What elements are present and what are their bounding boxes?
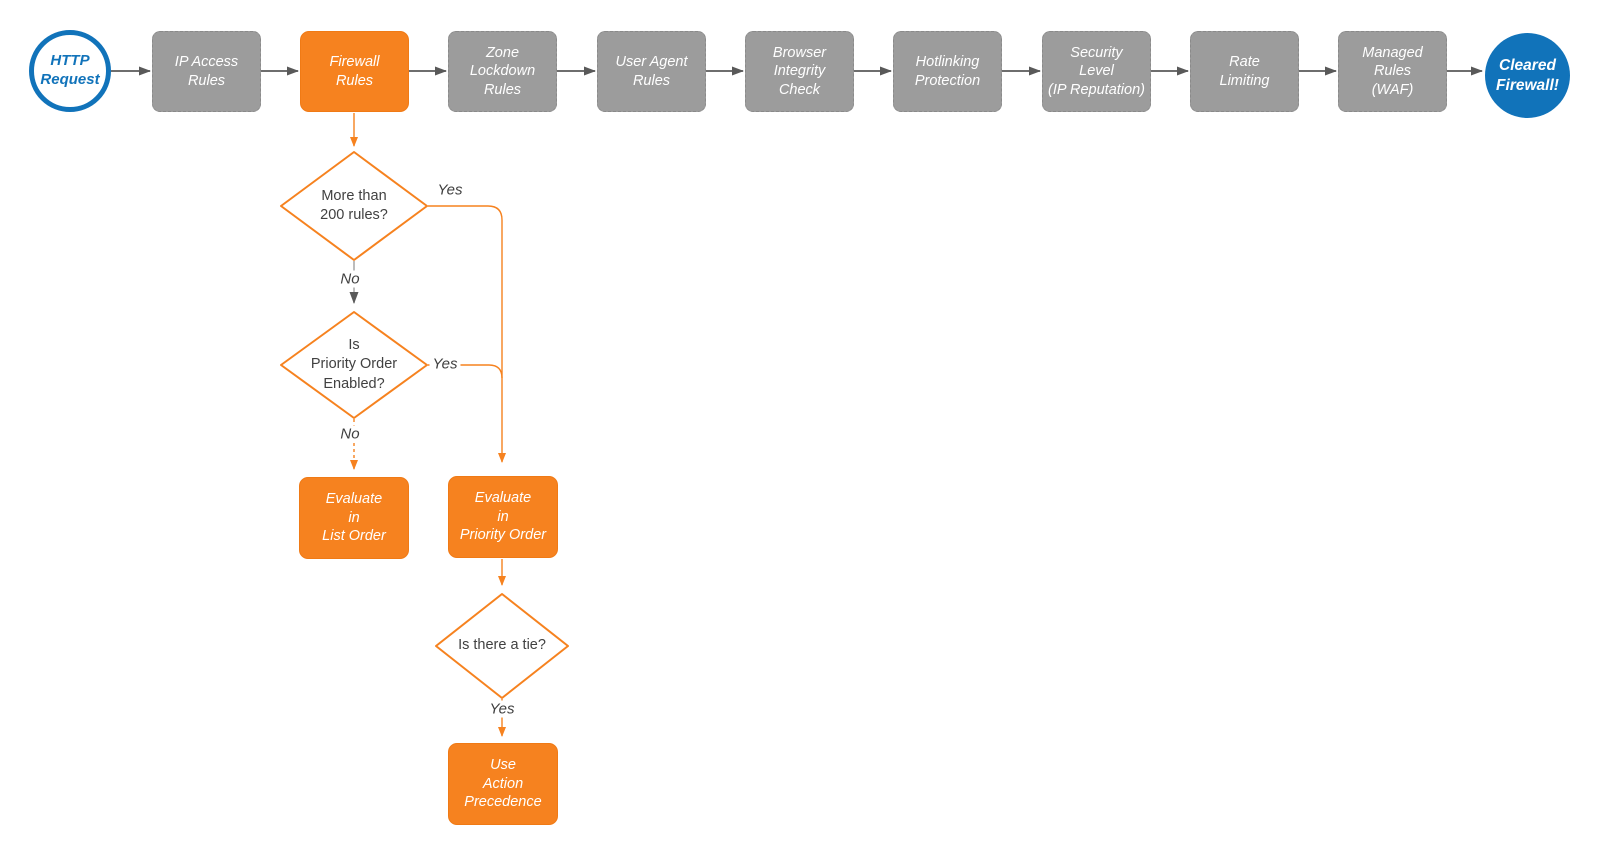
node-use-action-precedence: Use Action Precedence bbox=[448, 743, 558, 825]
node-managed-rules-waf: Managed Rules (WAF) bbox=[1338, 31, 1447, 112]
decision-is-there-a-tie-shape bbox=[435, 593, 569, 699]
edge-label-decision1-no: No bbox=[337, 270, 363, 288]
node-rate-limiting: Rate Limiting bbox=[1190, 31, 1299, 112]
node-http-request: HTTP Request bbox=[29, 30, 111, 112]
decision-shapes bbox=[280, 151, 569, 699]
node-evaluate-in-list-order: Evaluate in List Order bbox=[299, 477, 409, 559]
node-hotlinking-protection: Hotlinking Protection bbox=[893, 31, 1002, 112]
decision-priority-order-enabled-shape bbox=[280, 311, 428, 419]
node-user-agent-rules: User Agent Rules bbox=[597, 31, 706, 112]
node-cleared-firewall: Cleared Firewall! bbox=[1485, 33, 1570, 118]
edge-label-decision2-yes: Yes bbox=[429, 355, 461, 373]
edge-label-decision2-no: No bbox=[337, 425, 363, 443]
edge-label-decision3-yes: Yes bbox=[486, 700, 518, 718]
decision-priority-order-enabled-label: Is Priority Order Enabled? bbox=[310, 337, 398, 392]
node-ip-access-rules: IP Access Rules bbox=[152, 31, 261, 112]
wire-decision2-yes-join bbox=[428, 364, 503, 379]
edge-label-decision1-yes: Yes bbox=[437, 181, 463, 199]
wire-decision1-yes-to-priority-order bbox=[428, 205, 506, 463]
node-security-level: Security Level (IP Reputation) bbox=[1042, 31, 1151, 112]
decision-more-than-200-rules-shape bbox=[280, 151, 428, 261]
decision-is-there-a-tie-label: Is there a tie? bbox=[458, 637, 546, 654]
node-evaluate-in-priority-order: Evaluate in Priority Order bbox=[448, 476, 558, 558]
decision-more-than-200-rules-label: More than 200 rules? bbox=[320, 187, 388, 223]
node-firewall-rules: Firewall Rules bbox=[300, 31, 409, 112]
node-zone-lockdown-rules: Zone Lockdown Rules bbox=[448, 31, 557, 112]
node-browser-integrity-check: Browser Integrity Check bbox=[745, 31, 854, 112]
